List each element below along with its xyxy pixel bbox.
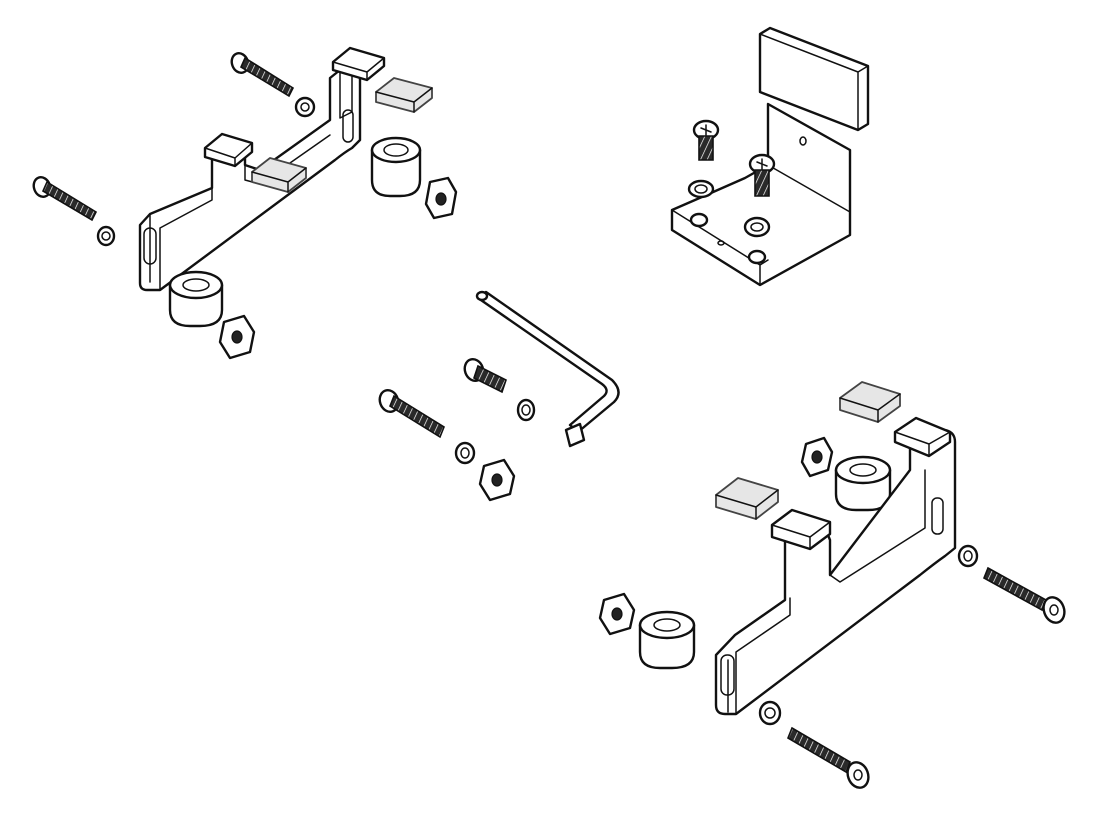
rubber-pad-large [758,26,870,132]
bracket-right [714,416,957,716]
hex-key [475,290,620,448]
washer-3 [687,179,715,199]
short-screw-3 [463,358,507,394]
spacer-sleeve-3 [834,455,892,512]
square-nut-2 [218,314,256,360]
washer-2 [96,225,116,247]
square-nut-4 [800,436,834,478]
spacer-sleeve-1 [370,136,422,198]
short-screw-1 [692,119,720,161]
washer-7 [758,700,782,726]
washer-4 [516,398,536,422]
long-bolt-3 [378,389,445,439]
short-screw-2 [748,153,776,197]
long-bolt-1 [230,52,295,98]
spacer-sleeve-4 [638,610,696,670]
bracket-left [138,46,386,292]
rubber-pad-2 [251,157,307,193]
rubber-pad-4 [715,477,779,520]
long-bolt-5 [787,726,870,789]
washer-6 [957,544,979,568]
rubber-pad-3 [839,381,901,423]
square-nut-3 [478,458,516,502]
rubber-pad-1 [375,77,433,113]
spacer-sleeve-2 [168,270,224,328]
square-nut-1 [424,176,458,220]
square-nut-5 [598,592,636,636]
washer-5 [454,441,476,465]
long-bolt-2 [32,176,98,222]
long-bolt-4 [982,566,1066,624]
washer-1 [294,96,316,118]
